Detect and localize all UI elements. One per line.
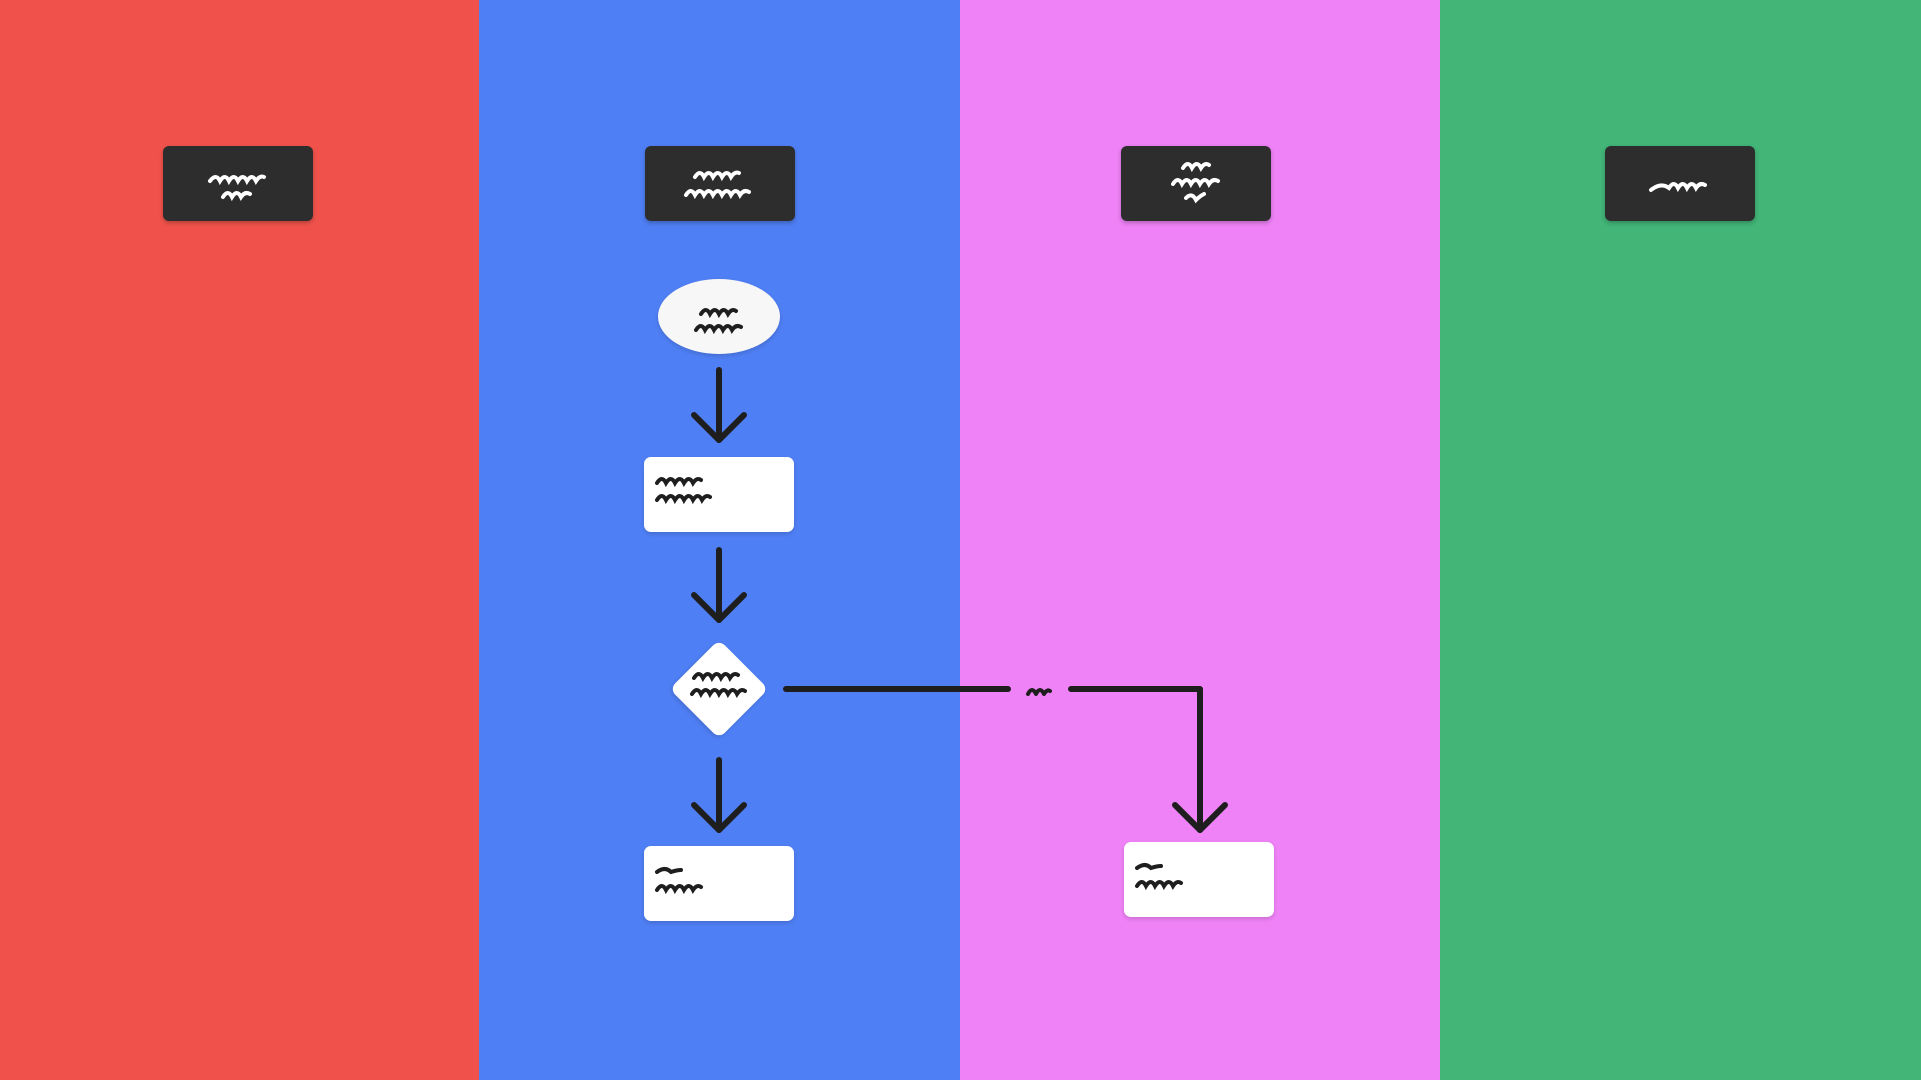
handwritten-label-icon [684,170,751,199]
handwritten-label-icon [694,307,743,334]
handwritten-label-icon [1171,161,1220,203]
lane-header-1[interactable] [163,146,313,221]
decision-node[interactable] [669,639,769,739]
process-node[interactable] [644,457,794,532]
handwritten-label-icon [208,174,266,201]
start-terminal[interactable] [658,279,780,354]
branch-connector [783,686,1228,833]
handwritten-label-icon [655,477,712,505]
handwritten-label-icon [1649,181,1707,192]
lane-header-2[interactable] [645,146,795,221]
arrow-down-icon [691,547,747,623]
arrow-down-icon [691,757,747,833]
swimlane-4 [1440,0,1921,1080]
lane-header-3[interactable] [1121,146,1271,221]
lane-header-4[interactable] [1605,146,1755,221]
branch-label-scribble [1026,688,1052,696]
swimlane-1 [0,0,479,1080]
end-node-right[interactable] [1124,842,1274,917]
end-node-left[interactable] [644,846,794,921]
handwritten-label-icon [655,867,703,895]
handwritten-label-icon [1135,863,1183,891]
handwritten-label-icon [690,672,747,699]
arrow-down-icon [691,367,747,443]
